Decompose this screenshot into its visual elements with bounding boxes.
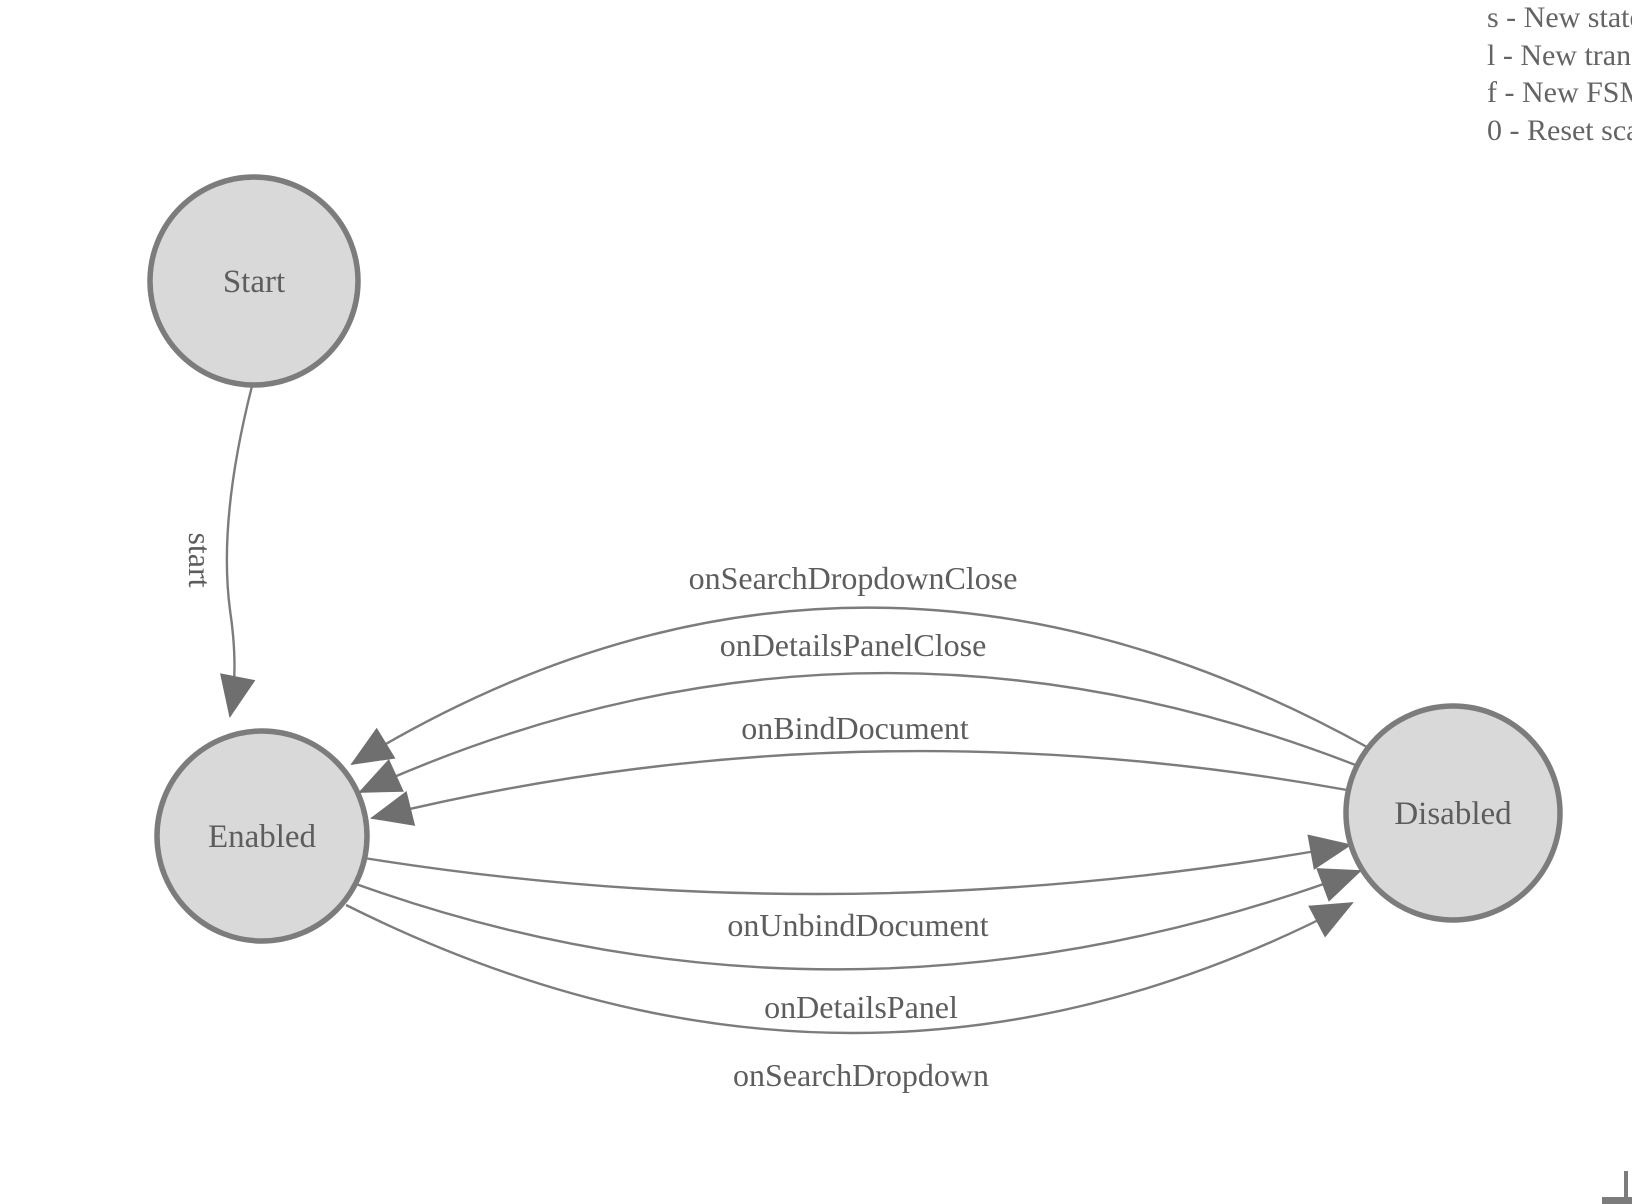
transition-onSearchDropdown[interactable]: onSearchDropdown <box>345 901 1354 1093</box>
state-node-enabled[interactable]: Enabled <box>154 728 370 944</box>
transition-start-curve[interactable] <box>220 385 256 718</box>
transition-onSearchDropdownClose[interactable]: onSearchDropdownClose <box>350 560 1368 766</box>
transition-onDetailsPanel[interactable]: onDetailsPanel <box>355 868 1362 1025</box>
transition-start-label[interactable]: start <box>182 532 218 587</box>
state-node-enabled-circle[interactable] <box>154 728 370 944</box>
legend-shortcut-new-fsm: f - New FSM <box>1487 76 1632 110</box>
state-node-start-circle[interactable] <box>147 174 361 388</box>
legend-shortcut-new-state: s - New state <box>1487 1 1632 34</box>
transition-onDetailsPanel-curve[interactable] <box>355 868 1362 971</box>
transition-onBindDocument-label[interactable]: onBindDocument <box>741 710 969 746</box>
state-node-start-label: Start <box>223 264 285 300</box>
transition-onUnbindDocument[interactable]: onUnbindDocument <box>363 834 1352 943</box>
transition-onDetailsPanelClose-curve[interactable] <box>358 671 1359 794</box>
legend-shortcut-new-transition: l - New transition <box>1487 38 1632 72</box>
state-node-disabled[interactable]: Disabled <box>1343 703 1563 923</box>
transition-onDetailsPanelClose-label[interactable]: onDetailsPanelClose <box>720 627 987 663</box>
shortcut-legend: s - New state l - New transition f - New… <box>1487 0 1632 150</box>
state-node-disabled-circle[interactable] <box>1343 703 1563 923</box>
transition-onDetailsPanelClose[interactable]: onDetailsPanelClose <box>358 627 1359 794</box>
clipped-corner-shape-horizontal <box>1602 1197 1632 1204</box>
transition-onSearchDropdownClose-label[interactable]: onSearchDropdownClose <box>689 560 1018 596</box>
state-node-disabled-label: Disabled <box>1394 796 1512 832</box>
transition-onBindDocument[interactable]: onBindDocument <box>370 710 1348 826</box>
transition-onUnbindDocument-label[interactable]: onUnbindDocument <box>727 907 988 943</box>
legend-shortcut-reset-scale: 0 - Reset scale <box>1487 114 1632 148</box>
transition-onSearchDropdown-curve[interactable] <box>345 901 1354 1035</box>
transition-start[interactable]: start <box>182 385 256 718</box>
transition-onBindDocument-curve[interactable] <box>370 749 1348 826</box>
state-node-start[interactable]: Start <box>147 174 361 388</box>
clipped-corner-shape-vertical <box>1624 1171 1628 1200</box>
transition-onUnbindDocument-curve[interactable] <box>363 834 1352 896</box>
state-node-enabled-label: Enabled <box>208 819 317 855</box>
transition-onDetailsPanel-label[interactable]: onDetailsPanel <box>764 989 958 1025</box>
transition-onSearchDropdown-label[interactable]: onSearchDropdown <box>733 1057 989 1093</box>
transition-onSearchDropdownClose-curve[interactable] <box>350 606 1368 766</box>
